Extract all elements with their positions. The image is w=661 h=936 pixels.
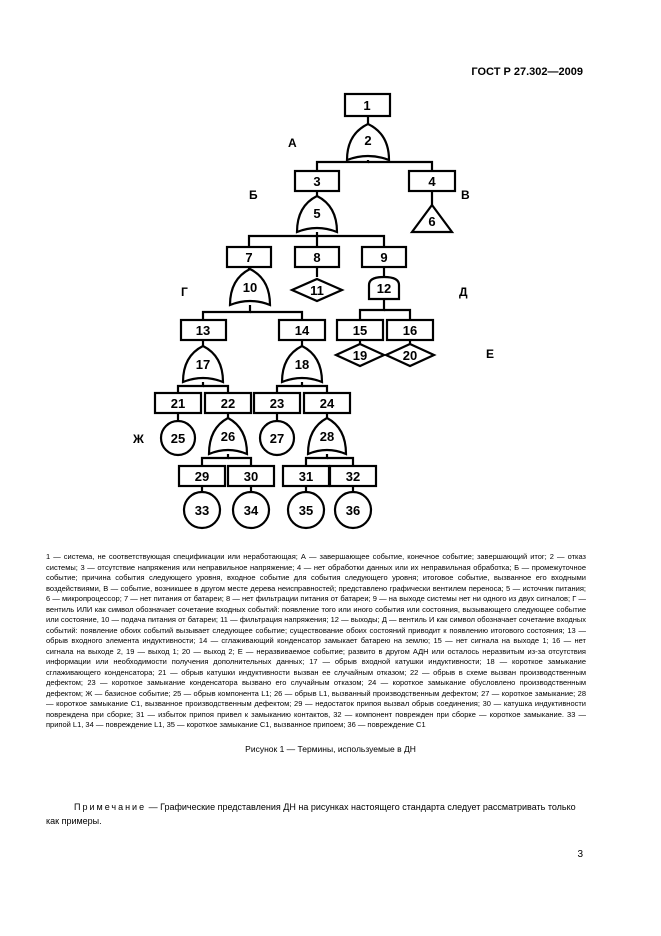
node-number: 23 [270,396,284,411]
node-number: 14 [295,323,310,338]
or-gate-18 [280,344,324,384]
node-number: 30 [244,469,258,484]
event-box-13 [179,318,228,342]
event-box-24 [302,391,352,415]
basic-event-circle-27 [258,419,296,457]
node-numbers: 1 2 3 4 5 6 7 8 9 10 11 12 13 14 15 16 1… [171,98,437,518]
page-number: 3 [577,849,583,860]
event-box-14 [277,318,327,342]
or-gate-10 [228,267,272,307]
node-number: 6 [428,214,435,229]
standard-header: ГОСТ Р 27.302—2009 [471,66,583,78]
basic-event-circle-36 [333,490,373,530]
node-number: 36 [346,503,360,518]
event-box-15 [335,318,385,342]
event-box-3 [293,169,341,193]
event-box-16 [385,318,435,342]
event-box-22 [203,391,253,415]
basic-event-circle-34 [231,490,271,530]
or-gate-2 [345,122,391,162]
node-number: 27 [270,431,284,446]
event-box-29 [177,464,227,488]
undeveloped-diamond-19 [333,342,387,368]
node-number: 13 [196,323,210,338]
event-box-7 [225,245,273,269]
event-box-9 [360,245,408,269]
node-number: 3 [313,174,320,189]
node-number: 19 [353,348,367,363]
note-text: — Графические представления ДН на рисунк… [46,802,576,826]
fault-tree-diagram: 1 2 3 4 5 6 7 8 9 10 11 12 13 14 15 16 1… [132,92,494,530]
node-number: 4 [428,174,436,189]
note: Примечание — Графические представления Д… [46,800,586,828]
figure-caption: Рисунок 1 — Термины, используемые в ДН [245,744,416,754]
node-number: 33 [195,503,209,518]
event-box-21 [153,391,203,415]
tree-connectors [176,116,434,492]
node-number: 35 [299,503,313,518]
basic-event-circle-35 [286,490,326,530]
label-V: В [461,188,470,202]
label-A: А [288,136,297,150]
label-G: Г [181,285,188,299]
node-number: 20 [403,348,417,363]
and-gate-12 [367,275,401,301]
node-number: 22 [221,396,235,411]
event-box-4 [407,169,457,193]
node-number: 26 [221,429,235,444]
label-B: Б [249,188,258,202]
undeveloped-diamond-20 [383,342,437,368]
or-gate-17 [181,344,225,384]
label-E: Е [486,347,494,361]
node-number: 29 [195,469,209,484]
event-box-23 [252,391,302,415]
event-box-1 [343,92,392,118]
node-number: 8 [313,250,320,265]
node-number: 9 [380,250,387,265]
node-number: 15 [353,323,367,338]
event-box-8 [293,245,341,269]
basic-event-circle-33 [182,490,222,530]
node-number: 2 [364,133,371,148]
node-number: 5 [313,206,320,221]
label-D: Д [459,285,468,299]
node-number: 21 [171,396,185,411]
event-box-30 [226,464,276,488]
or-gate-5 [295,194,339,234]
node-number: 32 [346,469,360,484]
undeveloped-diamond-11 [289,277,345,303]
event-box-32 [328,464,378,488]
node-number: 17 [196,357,210,372]
node-number: 16 [403,323,417,338]
node-number: 10 [243,280,257,295]
basic-event-circle-25 [159,419,197,457]
node-number: 12 [377,281,391,296]
legend-text: 1 — система, не соответствующая специфик… [46,552,586,729]
or-gate-26 [207,416,249,456]
node-number: 28 [320,429,334,444]
note-label: Примечание [74,802,147,812]
node-number: 24 [320,396,335,411]
label-Zh: Ж [132,432,144,446]
node-number: 34 [244,503,259,518]
node-number: 11 [310,283,324,298]
node-number: 1 [363,98,370,113]
transfer-triangle-6 [409,203,455,234]
node-number: 7 [245,250,252,265]
or-gate-28 [306,416,348,456]
node-number: 18 [295,357,309,372]
node-number: 31 [299,469,313,484]
node-number: 25 [171,431,185,446]
